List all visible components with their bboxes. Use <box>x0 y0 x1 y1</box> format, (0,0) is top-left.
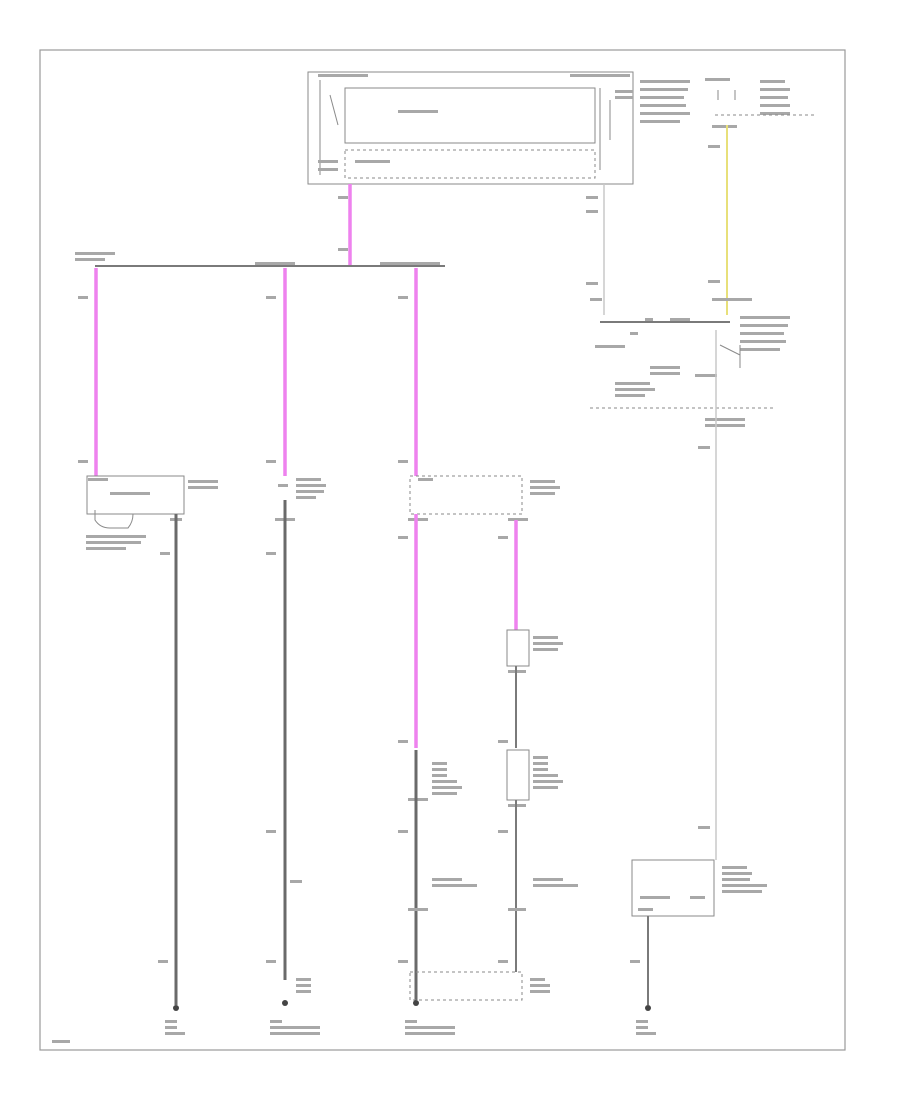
right-junction <box>590 298 790 449</box>
relay-notes <box>640 80 690 123</box>
ground-right <box>636 1005 656 1035</box>
outlet-component <box>86 475 218 555</box>
fuse-feed-right <box>705 78 815 148</box>
ground-2 <box>270 978 320 1035</box>
col3-switch <box>398 762 462 833</box>
col3-connector-bottom <box>398 878 550 1035</box>
relay-block <box>307 71 634 185</box>
col4-connector-bottom <box>498 878 578 963</box>
right-bottom-component <box>631 859 767 917</box>
splice-bus <box>75 252 445 267</box>
col2-component <box>266 478 326 555</box>
footer-code <box>52 1040 70 1043</box>
diagram-border <box>39 49 846 1051</box>
ground-1 <box>165 1005 185 1035</box>
col4-comp-2 <box>498 749 563 833</box>
col3-connector-top <box>398 475 560 539</box>
